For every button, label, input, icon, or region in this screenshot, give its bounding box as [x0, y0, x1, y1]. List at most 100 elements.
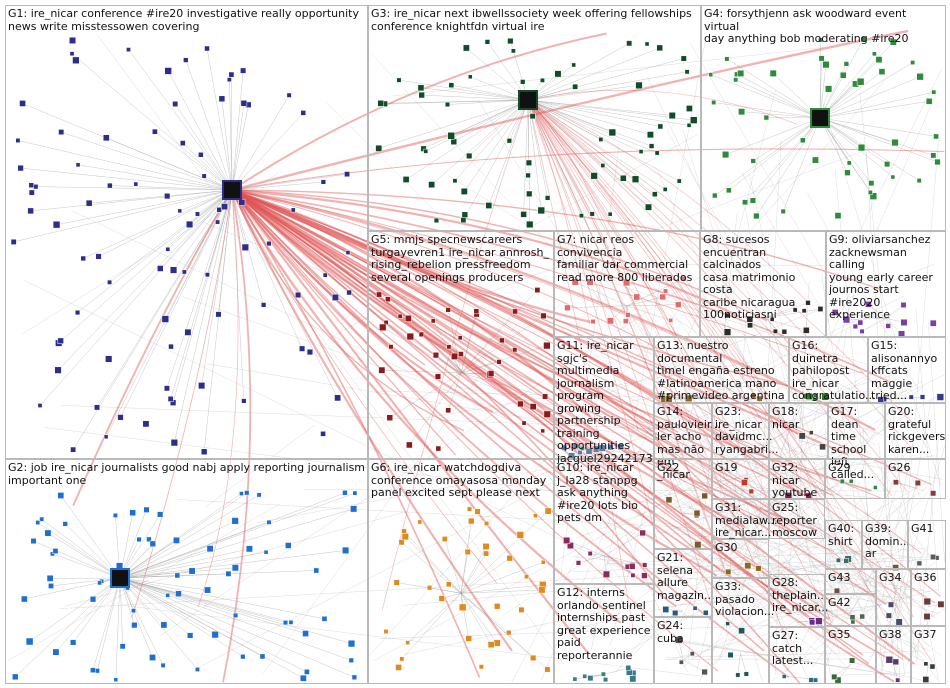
node-g6-12 [474, 508, 481, 515]
node-layer [10, 36, 945, 684]
node-g2-9 [282, 620, 289, 626]
hub-edge-39 [231, 189, 743, 531]
node-g2-18 [70, 639, 77, 646]
inter-edge-56 [752, 396, 818, 498]
edge-g2-22 [97, 577, 121, 671]
node-g33-1 [738, 627, 745, 635]
hub-edge-2 [72, 189, 233, 507]
node-g35-1 [831, 673, 838, 680]
node-g28-2 [815, 617, 823, 625]
edge-g6-33 [460, 593, 469, 639]
node-g3-61 [662, 187, 668, 192]
node-g29-2 [839, 478, 845, 484]
node-g9-11 [900, 302, 907, 308]
node-g3-4 [418, 91, 425, 99]
inter-edge-184 [821, 273, 869, 593]
edge-g1-24 [172, 189, 233, 403]
inter-edge-214 [759, 535, 835, 619]
hub-edge-24 [231, 189, 792, 614]
edge-g3-46 [398, 79, 529, 101]
edge-g4-21 [819, 62, 913, 119]
group-panel-g2 [5, 459, 368, 684]
node-g1-79 [95, 253, 102, 260]
edge-g5-33 [400, 316, 462, 374]
edge-g6-35 [405, 536, 462, 594]
node-g3-38 [654, 150, 660, 156]
inter-edge-204 [373, 385, 877, 661]
node-g41-2 [930, 554, 937, 560]
edge-g1-7 [160, 189, 233, 269]
node-g5-38 [432, 352, 440, 359]
hub-edge-63 [231, 189, 679, 434]
hub3-edge-28 [527, 99, 913, 450]
edge-g6-8 [460, 521, 472, 594]
edge-g1-27 [231, 189, 244, 401]
edge-g4-22 [819, 117, 888, 165]
node-g3-35 [510, 48, 516, 54]
edge-g1-50 [83, 189, 233, 259]
edge-g3-54 [431, 99, 529, 185]
node-g10-10 [628, 563, 636, 570]
node-g3-43 [520, 211, 527, 218]
node-g1-13 [58, 129, 65, 136]
edge-g4-32 [819, 71, 883, 119]
inter-edge-131 [928, 322, 945, 562]
hub-edge-53 [231, 189, 745, 529]
node-g21-2 [702, 609, 709, 616]
inter-edge-198 [608, 264, 935, 394]
node-g1-71 [299, 345, 306, 352]
node-g9-9 [859, 328, 865, 334]
inter-edge-0 [895, 439, 921, 499]
node-g2-70 [157, 511, 164, 518]
group-panel-g1 [5, 5, 368, 459]
node-g19-0 [748, 488, 754, 495]
node-g2-40 [302, 630, 309, 637]
node-g37-1 [922, 676, 930, 683]
edge-g1-30 [185, 60, 233, 191]
edge-g28-2 [796, 620, 819, 623]
edge-g1-74 [170, 189, 233, 399]
node-g4-22 [884, 161, 891, 168]
group-panel-g30 [712, 539, 769, 578]
hub-edge-51 [231, 189, 721, 571]
hub3-edge-27 [527, 99, 915, 618]
node-g1-11 [94, 404, 100, 411]
node-g6-16 [518, 606, 525, 613]
edge-g1-26 [22, 103, 233, 191]
node-g2-19 [131, 608, 136, 614]
node-g33-0 [725, 621, 730, 626]
inter-edge-87 [575, 177, 857, 569]
edge-g2-2 [41, 519, 121, 579]
node-g7-11 [606, 317, 614, 325]
node-g2-10 [46, 574, 54, 582]
inter-edge-39 [647, 76, 761, 319]
inter-edge-241 [584, 457, 611, 524]
node-g8-0 [746, 315, 754, 323]
edge-g5-1 [385, 322, 462, 374]
hub-edge-21 [231, 189, 719, 672]
node-g10-7 [642, 562, 648, 568]
node-g1-25 [54, 366, 62, 374]
edge-g4-29 [819, 117, 896, 143]
node-g1-27 [241, 398, 247, 404]
node-g2-46 [35, 520, 41, 525]
node-g12-3 [600, 671, 606, 677]
node-g11-3 [617, 443, 624, 451]
node-g5-30 [458, 351, 464, 357]
node-g1-41 [241, 243, 249, 251]
node-g3-50 [544, 195, 551, 201]
node-g5-8 [379, 323, 387, 331]
node-g3-19 [448, 82, 455, 88]
inter-edge-111 [540, 125, 661, 384]
inter-edge-242 [825, 552, 893, 555]
group-panel-g9 [826, 231, 946, 337]
node-g2-66 [149, 540, 156, 547]
node-g2-12 [263, 549, 269, 555]
edge-g2-53 [119, 577, 216, 635]
node-g2-45 [129, 509, 136, 517]
node-g1-17 [102, 134, 110, 142]
inter-edge-104 [683, 264, 837, 266]
node-g6-31 [524, 574, 530, 580]
hub-edge-60 [231, 188, 726, 448]
node-g3-42 [447, 132, 455, 140]
